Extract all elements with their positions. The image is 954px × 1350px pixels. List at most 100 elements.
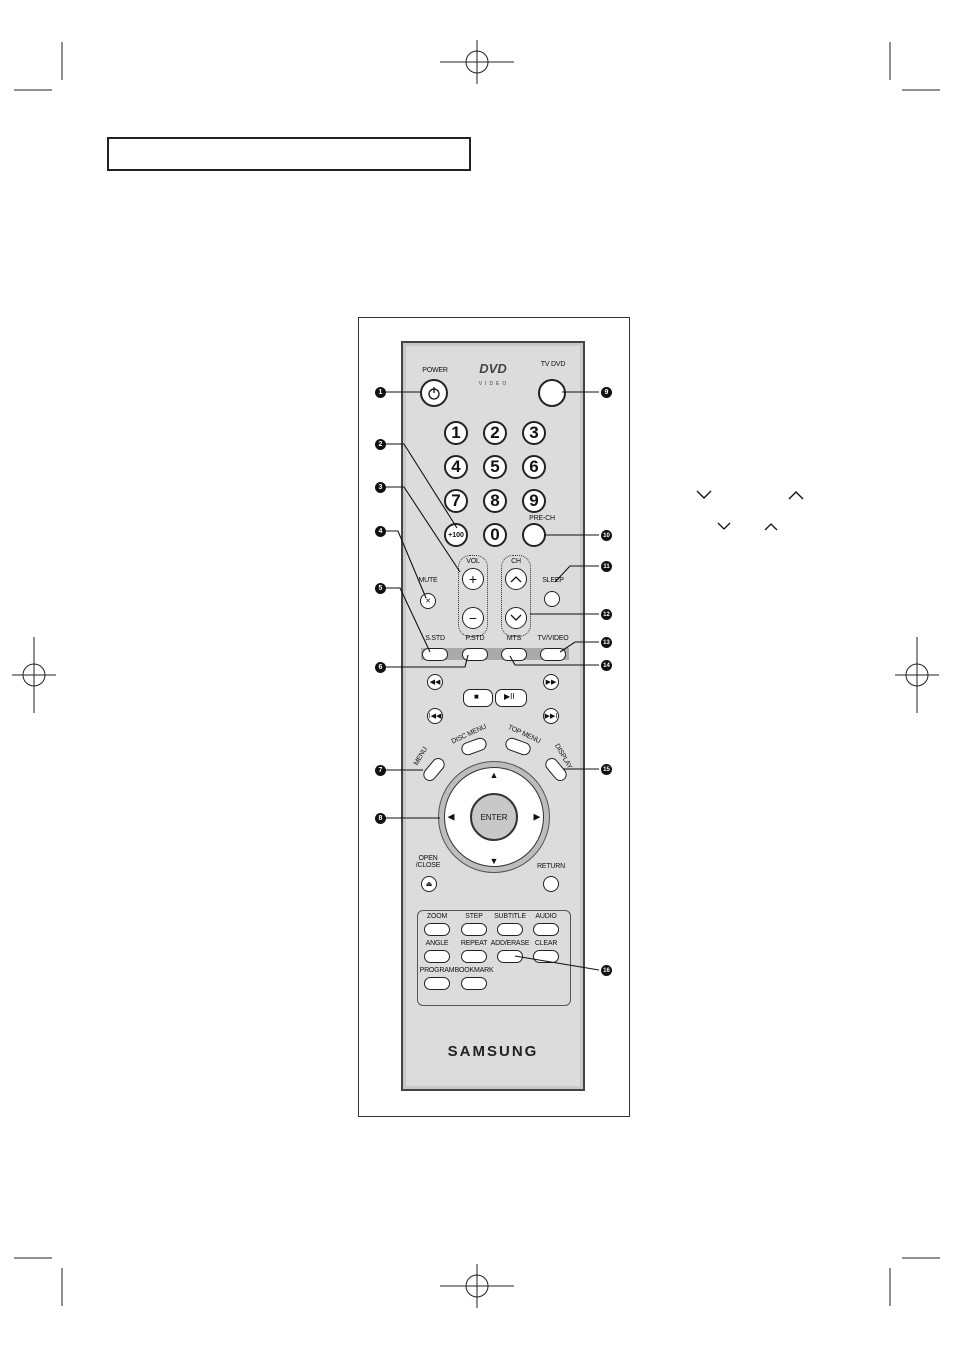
dvd-video-text: VIDEO [478, 381, 510, 387]
audio-button[interactable] [533, 923, 559, 936]
vol-label: VOL [466, 558, 480, 565]
dvd-logo: DVD [479, 361, 507, 376]
bookmark-button[interactable] [461, 977, 487, 990]
rewind-button[interactable]: ◀◀ [427, 674, 443, 690]
bookmark-label: BOOKMARK [454, 967, 494, 974]
callout-1: 1 [375, 387, 386, 398]
tv-dvd-button[interactable] [538, 379, 566, 407]
key-0[interactable]: 0 [483, 523, 507, 547]
add-erase-button[interactable] [497, 950, 523, 963]
ch-up-button[interactable] [505, 568, 527, 590]
key-6[interactable]: 6 [522, 455, 546, 479]
key-1[interactable]: 1 [444, 421, 468, 445]
right-arrow-icon[interactable]: ▶ [533, 811, 541, 822]
callout-12: 12 [601, 609, 612, 620]
step-button[interactable] [461, 923, 487, 936]
key-2[interactable]: 2 [483, 421, 507, 445]
pstd-button[interactable] [462, 648, 488, 661]
ch-down-button[interactable] [505, 607, 527, 629]
play-pause-button[interactable]: ▶II [495, 689, 527, 707]
stop-icon: ■ [474, 692, 479, 701]
subtitle-label: SUBTITLE [494, 913, 526, 920]
figure-frame [358, 317, 630, 1117]
callout-5: 5 [375, 583, 386, 594]
step-label: STEP [465, 913, 483, 920]
callout-10: 10 [601, 530, 612, 541]
sleep-label: SLEEP [542, 577, 564, 584]
prech-label: PRE-CH [529, 515, 555, 522]
vol-group [458, 555, 488, 637]
program-label: PROGRAM [419, 967, 455, 974]
key-3[interactable]: 3 [522, 421, 546, 445]
sleep-button[interactable] [544, 591, 560, 607]
mts-button[interactable] [501, 648, 527, 661]
channel-down-icon [696, 490, 712, 499]
callout-14: 14 [601, 660, 612, 671]
power-icon [428, 387, 440, 400]
remote-control: POWER DVD VIDEO TV DVD 1 2 3 4 5 6 7 8 9… [401, 341, 585, 1091]
callout-8: 8 [375, 813, 386, 824]
left-arrow-icon[interactable]: ◀ [447, 811, 455, 822]
volume-up-icon [764, 523, 778, 531]
callout-13: 13 [601, 637, 612, 648]
volume-down-icon [717, 522, 731, 530]
return-button[interactable] [543, 876, 559, 892]
ch-down-icon [510, 614, 522, 621]
ch-up-icon [510, 576, 522, 583]
key-9[interactable]: 9 [522, 489, 546, 513]
zoom-button[interactable] [424, 923, 450, 936]
tvvideo-label: TV/VIDEO [537, 635, 569, 642]
open-close-label: OPEN /CLOSE [415, 855, 441, 869]
open-close-button[interactable]: ⏏ [421, 876, 437, 892]
callout-6: 6 [375, 662, 386, 673]
callout-7: 7 [375, 765, 386, 776]
samsung-logo: SAMSUNG [447, 1043, 539, 1060]
repeat-label: REPEAT [460, 940, 488, 947]
power-label: POWER [422, 367, 448, 374]
callout-3: 3 [375, 482, 386, 493]
skip-forward-button[interactable]: ▶▶I [543, 708, 559, 724]
callout-2: 2 [375, 439, 386, 450]
clear-label: CLEAR [534, 940, 558, 947]
return-label: RETURN [537, 863, 565, 870]
repeat-button[interactable] [461, 950, 487, 963]
key-8[interactable]: 8 [483, 489, 507, 513]
power-button[interactable] [420, 379, 448, 407]
skip-back-button[interactable]: I◀◀ [427, 708, 443, 724]
mts-label: MTS [506, 635, 522, 642]
fast-forward-button[interactable]: ▶▶ [543, 674, 559, 690]
down-arrow-icon[interactable]: ▼ [489, 856, 499, 866]
ch-label: CH [511, 558, 521, 565]
callout-9: 9 [601, 387, 612, 398]
vol-up-button[interactable]: + [462, 568, 484, 590]
mute-button[interactable]: ✕ [420, 593, 436, 609]
enter-button[interactable]: ENTER [470, 793, 518, 841]
angle-label: ANGLE [425, 940, 449, 947]
program-button[interactable] [424, 977, 450, 990]
vol-down-button[interactable]: − [462, 607, 484, 629]
key-4[interactable]: 4 [444, 455, 468, 479]
strip-gray [421, 648, 569, 660]
key-7[interactable]: 7 [444, 489, 468, 513]
subtitle-button[interactable] [497, 923, 523, 936]
callout-15: 15 [601, 764, 612, 775]
function-panel [417, 910, 571, 1006]
key-5[interactable]: 5 [483, 455, 507, 479]
zoom-label: ZOOM [426, 913, 448, 920]
channel-up-icon [788, 491, 804, 500]
sstd-button[interactable] [422, 648, 448, 661]
up-arrow-icon[interactable]: ▲ [489, 770, 499, 780]
stop-button[interactable]: ■ [463, 689, 493, 707]
play-pause-icon: ▶II [504, 692, 515, 701]
callout-11: 11 [601, 561, 612, 572]
sstd-label: S.STD [425, 635, 445, 642]
section-header-box [107, 137, 471, 171]
callout-16: 16 [601, 965, 612, 976]
tvvideo-button[interactable] [540, 648, 566, 661]
add-erase-label: ADD/ERASE [490, 940, 530, 947]
angle-button[interactable] [424, 950, 450, 963]
pstd-label: P.STD [465, 635, 485, 642]
audio-label: AUDIO [535, 913, 557, 920]
